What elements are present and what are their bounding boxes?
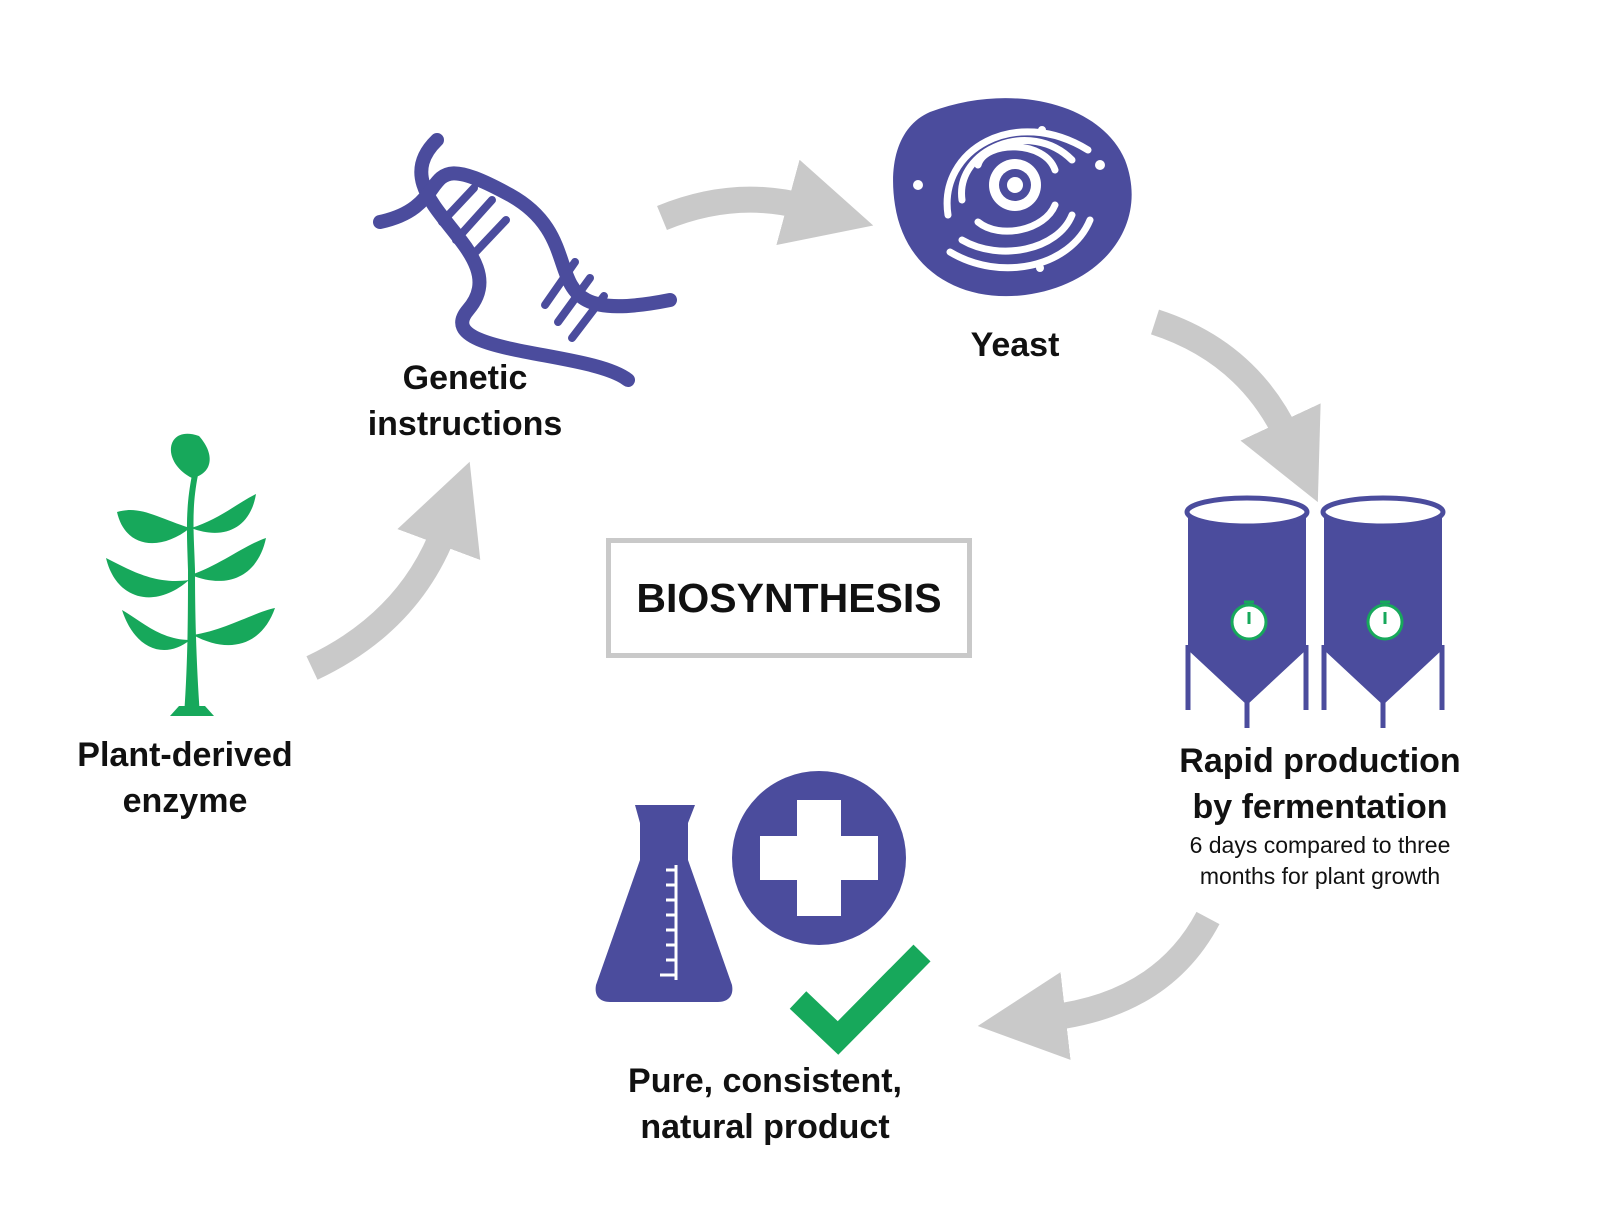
arrow-dna-to-yeast [657, 159, 874, 246]
checkmark-icon [789, 944, 931, 1055]
flask-icon [595, 805, 733, 1002]
arrow-plant-to-dna [306, 461, 481, 680]
plant-label-line2: enzyme [122, 782, 248, 820]
biosynthesis-title: BIOSYNTHESIS [636, 574, 942, 621]
fermentation-label-line1: Rapid production [1179, 742, 1461, 780]
fermentation-note-line1: 6 days compared to three [1189, 832, 1451, 858]
product-label-line2: natural product [640, 1108, 890, 1146]
dna-label-line2: instructions [367, 405, 563, 443]
fermentation-note-line2: months for plant growth [1199, 863, 1441, 889]
dna-label: Genetic instructions [320, 355, 610, 447]
dna-icon [373, 133, 677, 387]
plant-label: Plant-derived enzyme [40, 732, 330, 824]
product-label: Pure, consistent, natural product [580, 1058, 950, 1150]
medical-cross-icon [732, 771, 906, 945]
plant-icon [106, 433, 275, 716]
yeast-cell-icon [893, 98, 1132, 297]
arrow-tanks-to-product [977, 911, 1220, 1060]
plant-label-line1: Plant-derived [77, 736, 293, 774]
yeast-label-line1: Yeast [970, 326, 1060, 364]
product-label-line1: Pure, consistent, [628, 1062, 902, 1100]
fermentation-tanks-icon [1184, 495, 1446, 728]
yeast-label: Yeast [915, 322, 1115, 368]
dna-label-line1: Genetic [402, 359, 528, 397]
fermentation-note: 6 days compared to three months for plan… [1150, 830, 1490, 892]
fermentation-label-line2: by fermentation [1192, 788, 1448, 826]
tank-left [1184, 495, 1310, 728]
arrow-yeast-to-tanks [1150, 309, 1321, 503]
biosynthesis-title-box: BIOSYNTHESIS [606, 538, 972, 658]
fermentation-label: Rapid production by fermentation [1150, 738, 1490, 830]
tank-right [1320, 495, 1446, 728]
